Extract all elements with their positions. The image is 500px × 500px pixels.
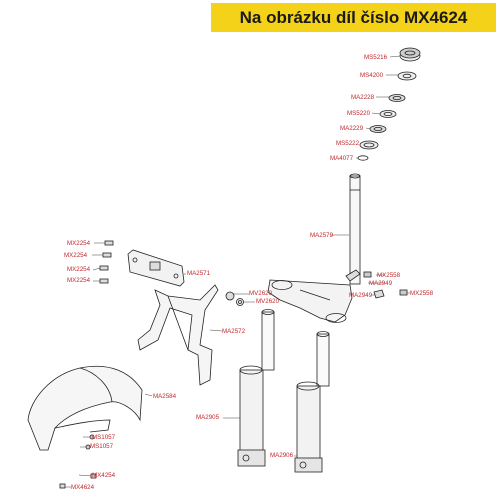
label-mv2620-1: MV2620 bbox=[249, 290, 273, 297]
label-ms5220: MS5220 bbox=[347, 110, 371, 117]
label-mx4254: MX4254 bbox=[92, 472, 116, 479]
clamp-bolts bbox=[345, 269, 408, 299]
label-mv2620-2: MV2620 bbox=[256, 298, 280, 305]
label-ms1057-1: MS1057 bbox=[92, 434, 116, 441]
label-ms1057-2: MS1057 bbox=[90, 443, 114, 450]
left-fork-leg bbox=[237, 309, 275, 467]
steering-stem bbox=[349, 173, 361, 285]
label-ma2571: MA2571 bbox=[187, 270, 211, 277]
label-ms4200: MS4200 bbox=[360, 72, 384, 79]
bracket-plate bbox=[127, 249, 185, 287]
label-mx2558-1: MX2558 bbox=[377, 272, 401, 279]
mv2620-washers bbox=[225, 291, 244, 306]
label-ma2906: MA2906 bbox=[270, 452, 294, 459]
triple-clamp bbox=[267, 279, 353, 323]
leader-lines bbox=[64, 55, 410, 488]
front-fender bbox=[27, 365, 143, 451]
label-mx2254-2: MX2254 bbox=[64, 252, 88, 259]
title-banner: Na obrázku díl číslo MX4624 bbox=[211, 3, 496, 32]
label-mx2254-1: MX2254 bbox=[67, 240, 91, 247]
label-ma2228: MA2228 bbox=[351, 94, 375, 101]
label-ms5216: MS5216 bbox=[364, 54, 388, 61]
label-mx4624: MX4624 bbox=[71, 484, 95, 491]
fender-bracket bbox=[137, 284, 219, 386]
label-ma2229: MA2229 bbox=[340, 125, 364, 132]
label-ma2949-2: MA2949 bbox=[349, 292, 373, 299]
label-ma2584: MA2584 bbox=[153, 393, 177, 400]
label-ma4077: MA4077 bbox=[330, 155, 354, 162]
right-fork-leg bbox=[294, 331, 330, 473]
mx2254-bolts bbox=[99, 240, 114, 284]
label-ms5222: MS5222 bbox=[336, 140, 360, 147]
label-ma2949-1: MA2949 bbox=[369, 280, 393, 287]
label-mx2254-3: MX2254 bbox=[67, 266, 91, 273]
label-ma2579: MA2579 bbox=[310, 232, 334, 239]
label-mx2254-4: MX2254 bbox=[67, 277, 91, 284]
small-bolts bbox=[59, 473, 97, 489]
banner-text: Na obrázku díl číslo MX4624 bbox=[239, 7, 468, 27]
label-mx2558-2: MX2558 bbox=[410, 290, 434, 297]
label-ma2905: MA2905 bbox=[196, 414, 220, 421]
label-ma2572: MA2572 bbox=[222, 328, 246, 335]
bearing-stack bbox=[357, 47, 421, 161]
